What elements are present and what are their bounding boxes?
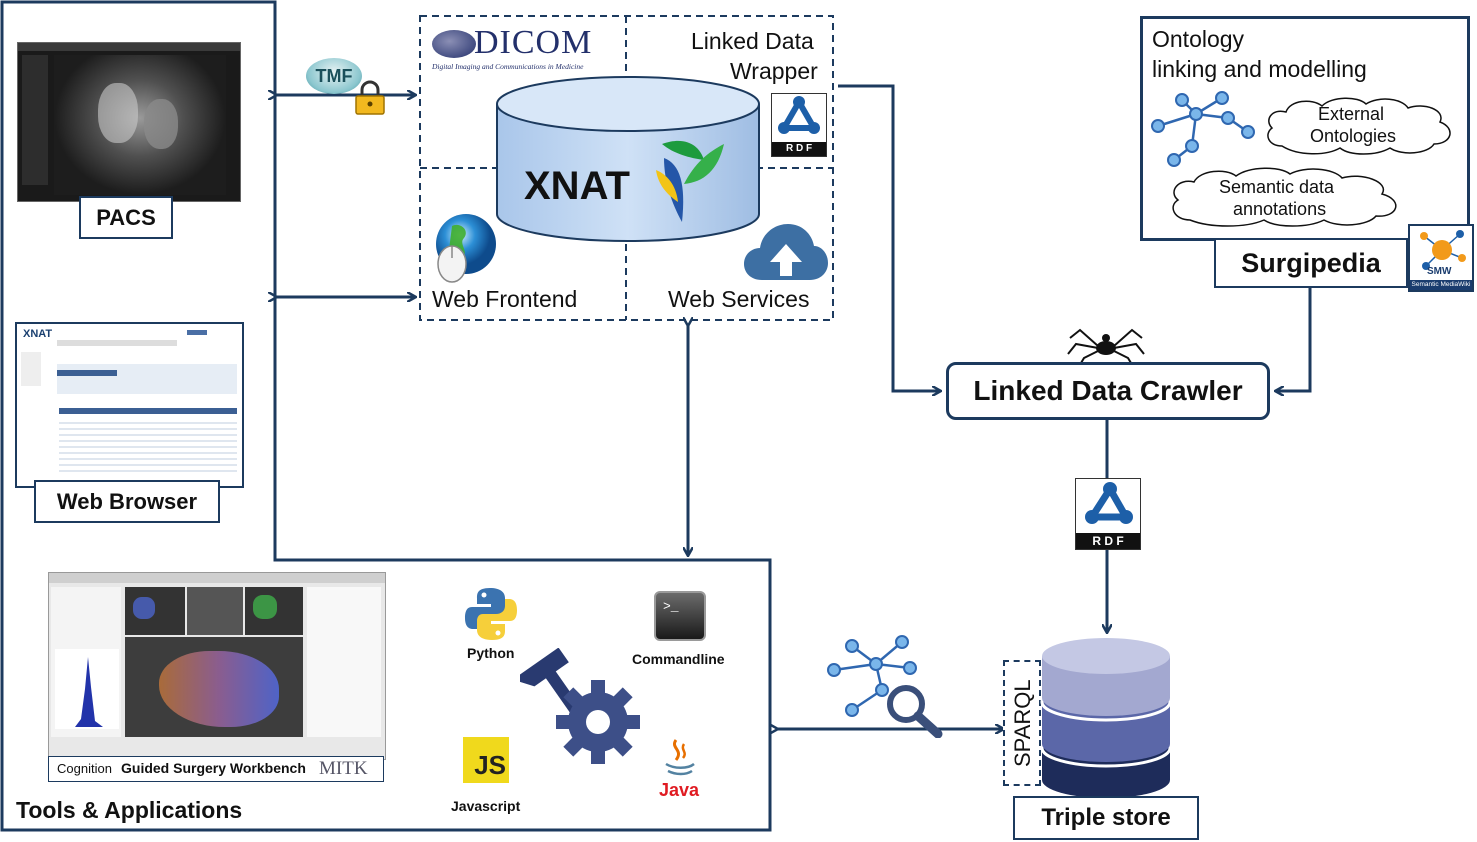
sparql-label: SPARQL	[1010, 679, 1035, 767]
xnat-database-icon	[496, 76, 760, 242]
rdf-icon-wrapper: R D F	[771, 93, 827, 157]
web-browser-label: Web Browser	[34, 480, 220, 523]
smw-logo: SMW Semantic MediaWiki	[1408, 224, 1474, 292]
java-label: Java	[659, 780, 700, 800]
dicom-logo-text: DICOM	[474, 24, 593, 61]
tmf-badge: TMF	[306, 58, 362, 94]
web-frontend-label: Web Frontend	[432, 286, 578, 312]
external-ontologies-line1: External	[1318, 104, 1385, 124]
semantic-annotations-line1: Semantic data	[1219, 177, 1335, 197]
xnat-label: XNAT	[524, 164, 630, 208]
ontology-graph-icon	[1151, 91, 1255, 167]
java-icon	[665, 739, 695, 776]
workbench-prefix: Cognition	[57, 761, 112, 776]
tools-title: Tools & Applications	[16, 797, 243, 823]
xnat-mini-logo: XNAT	[23, 328, 53, 340]
pacs-label-text: PACS	[96, 204, 156, 230]
rdf-text-crawler: R D F	[1076, 533, 1140, 549]
tmf-text: TMF	[315, 65, 353, 86]
workbench-label: Guided Surgery Workbench	[121, 760, 306, 776]
hammer-gear-icon	[520, 648, 640, 764]
globe-mouse-icon	[436, 214, 496, 283]
linked-data-wrapper-line2: Wrapper	[730, 58, 818, 84]
cloud-upload-icon	[744, 224, 828, 280]
dicom-subtitle: Digital Imaging and Communications in Me…	[432, 62, 584, 71]
pacs-label: PACS	[79, 196, 173, 239]
external-ontologies-line2: Ontologies	[1310, 126, 1397, 146]
linked-data-crawler-box: Linked Data Crawler	[946, 362, 1270, 420]
smw-graph-icon	[1420, 230, 1466, 270]
terminal-icon: >_	[654, 591, 706, 641]
dicom-logo: DICOM Digital Imaging and Communications…	[432, 24, 612, 74]
external-ontologies-cloud	[1267, 97, 1451, 155]
rdf-graph-icon	[778, 96, 820, 134]
pacs-screenshot	[17, 42, 241, 202]
histogram-icon	[55, 649, 119, 729]
surgipedia-label: Surgipedia	[1214, 238, 1408, 288]
web-browser-screenshot: XNAT	[15, 322, 244, 488]
globe-icon	[432, 30, 476, 58]
smw-caption: Semantic MediaWiki	[1410, 280, 1472, 290]
workbench-screenshot	[48, 572, 386, 760]
javascript-icon: JS	[463, 737, 509, 783]
rdf-icon-crawler: R D F	[1075, 478, 1141, 550]
web-browser-label-text: Web Browser	[56, 488, 198, 514]
ontology-title-line2: linking and modelling	[1152, 56, 1367, 82]
workbench-caption: Cognition Guided Surgery Workbench MITK	[48, 756, 384, 782]
javascript-label: Javascript	[451, 798, 521, 814]
triple-store-database-icon	[1040, 638, 1172, 798]
linked-data-crawler-label: Linked Data Crawler	[973, 375, 1243, 406]
rdf-graph-icon-crawler	[1085, 482, 1133, 524]
sparql-endpoint: SPARQL	[1003, 660, 1041, 786]
linked-data-wrapper-line1: Linked Data	[691, 28, 814, 54]
semantic-annotations-cloud	[1172, 167, 1397, 227]
smw-badge-text: SMW	[1427, 266, 1452, 277]
triple-store-label-text: Triple store	[1041, 804, 1171, 831]
spider-icon	[1067, 328, 1145, 368]
surgipedia-label-text: Surgipedia	[1241, 247, 1381, 278]
triple-store-label: Triple store	[1013, 796, 1199, 840]
js-icon-text: JS	[474, 750, 506, 780]
surgipedia-crawler-arrow	[1276, 288, 1312, 391]
web-services-label: Web Services	[668, 286, 810, 312]
ontology-title-line1: Ontology	[1152, 26, 1245, 52]
sparql-search-graph-icon	[827, 635, 943, 738]
commandline-label: Commandline	[632, 651, 725, 667]
mitk-logo: MITK	[319, 758, 368, 779]
lock-icon	[355, 80, 385, 115]
python-icon	[465, 588, 517, 640]
semantic-annotations-line2: annotations	[1233, 199, 1327, 219]
wrapper-crawler-arrow	[838, 84, 940, 391]
rdf-text-wrapper: R D F	[772, 142, 826, 156]
client-area-outline	[0, 0, 772, 832]
python-label: Python	[467, 645, 515, 661]
